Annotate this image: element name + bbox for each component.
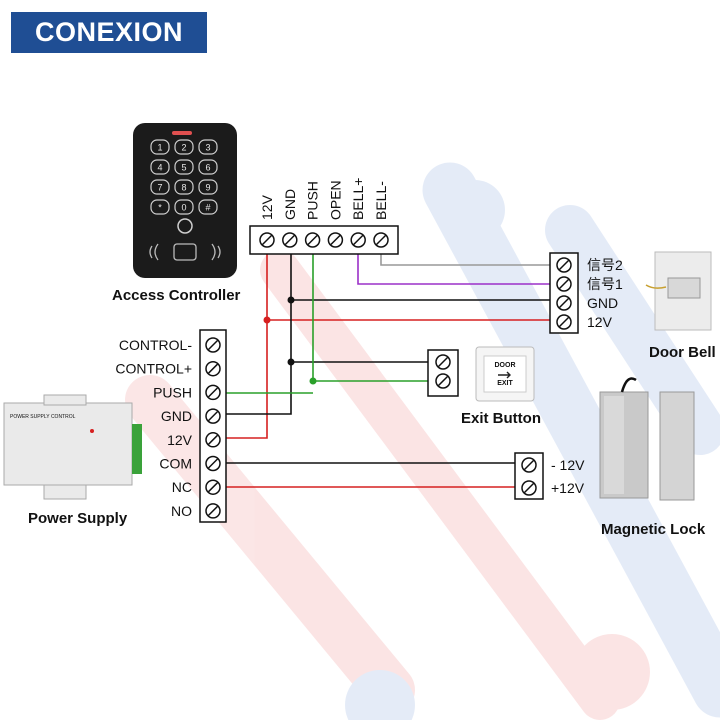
controller-terminal-label: GND <box>282 189 298 220</box>
door-bell-device <box>645 251 712 331</box>
controller-terminal-screw <box>304 232 321 248</box>
power-terminal-label: NO <box>171 503 192 519</box>
keypad-key: 0 <box>174 199 194 215</box>
power-terminal-screw <box>205 337 221 353</box>
exit-terminal-block <box>427 349 459 397</box>
controller-terminal-screw <box>327 232 344 248</box>
controller-terminal-screw <box>373 232 389 248</box>
keypad-key: 6 <box>198 159 218 175</box>
controller-terminal-screw <box>350 232 366 248</box>
wire-12v <box>226 240 268 439</box>
doorbell-terminal-label: 12V <box>587 314 613 330</box>
power-terminal-screw <box>205 360 221 377</box>
power-terminal-screw <box>205 384 221 401</box>
power-terminal-screw <box>205 479 221 495</box>
keypad-key: # <box>198 199 218 215</box>
keypad-key: * <box>150 199 170 215</box>
exit-terminal-screw <box>435 354 451 370</box>
power-terminal-label: CONTROL- <box>119 337 192 353</box>
controller-terminal-label: 12V <box>259 194 275 220</box>
keypad-key: 5 <box>174 159 194 175</box>
power-terminal-screw <box>205 408 221 424</box>
power-terminal-screw <box>205 503 221 519</box>
door-bell-label: Door Bell <box>649 344 716 361</box>
doorbell-terminal-screw <box>556 276 572 292</box>
keypad-key-label: 2 <box>181 143 186 153</box>
doorbell-terminal-label: GND <box>587 295 618 311</box>
controller-terminal-label: BELL- <box>373 181 389 220</box>
keypad-key: 3 <box>198 139 218 155</box>
exit-terminal-screw <box>435 373 451 389</box>
keypad-key-label: 4 <box>157 163 162 173</box>
controller-terminal-screw <box>282 232 298 248</box>
doorbell-terminal-screw <box>556 295 572 311</box>
keypad-key-label: 7 <box>157 183 162 193</box>
power-terminal-screw <box>205 455 221 472</box>
doorbell-terminal-screw <box>556 314 572 330</box>
keypad-key-label: 8 <box>181 183 186 193</box>
access-controller-label: Access Controller <box>112 287 241 304</box>
keypad-key: 8 <box>174 179 194 195</box>
keypad-key: 9 <box>198 179 218 195</box>
lock-terminal-screw <box>521 480 537 496</box>
controller-terminal-label: OPEN <box>327 180 343 220</box>
keypad-key: 1 <box>150 139 170 155</box>
keypad-key: 7 <box>150 179 170 195</box>
lock-terminal-label: +12V <box>551 480 585 496</box>
background-watermark <box>125 162 720 720</box>
power-terminal-label: CONTROL+ <box>115 361 192 377</box>
controller-terminal-label: PUSH <box>305 181 321 220</box>
keypad-key-label: * <box>158 203 162 213</box>
doorbell-terminal-label: 信号2 <box>587 257 623 273</box>
lock-terminal-label: - 12V <box>551 457 585 473</box>
psu-device-label: POWER SUPPLY CONTROL <box>10 414 76 420</box>
brand-logo: CONEXION <box>11 12 207 53</box>
magnetic-lock-device <box>599 377 695 501</box>
power-supply-label: Power Supply <box>28 510 128 527</box>
keypad-key-label: 3 <box>205 143 210 153</box>
access-controller-keypad: 1 2 3 4 5 6 7 8 9 * 0 # <box>133 123 237 278</box>
power-terminal-label: PUSH <box>153 384 192 400</box>
keypad-key: 4 <box>150 159 170 175</box>
magnetic-lock-label: Magnetic Lock <box>601 521 706 538</box>
controller-terminal-screw <box>259 232 275 248</box>
power-terminal-label: GND <box>161 408 192 424</box>
power-supply-device: POWER SUPPLY CONTROL <box>3 394 142 500</box>
keypad-key-label: # <box>205 203 210 213</box>
exit-button-label: Exit Button <box>461 410 541 427</box>
exit-button-device: DOOR EXIT <box>475 346 535 402</box>
keypad-key-label: 6 <box>205 163 210 173</box>
doorbell-terminal-label: 信号1 <box>587 276 623 292</box>
keypad-key-label: 0 <box>181 203 186 213</box>
keypad-key-label: 1 <box>157 143 162 153</box>
keypad-key-label: 9 <box>205 183 210 193</box>
lock-terminal-block: - 12V +12V <box>514 452 585 500</box>
power-terminal-block: CONTROL- CONTROL+ PUSH GND 12V COM NC NO <box>115 329 227 523</box>
controller-terminal-block: 12V GND PUSH OPEN BELL+ BELL- <box>249 178 399 255</box>
power-terminal-screw <box>205 432 221 448</box>
keypad-key: 2 <box>174 139 194 155</box>
doorbell-terminal-screw <box>556 257 572 273</box>
power-terminal-label: COM <box>159 456 192 472</box>
power-terminal-label: 12V <box>167 432 193 448</box>
exit-plate-door-text: DOOR <box>495 362 516 369</box>
power-terminal-label: NC <box>172 479 192 495</box>
lock-terminal-screw <box>521 457 537 473</box>
exit-plate-exit-text: EXIT <box>497 380 513 387</box>
controller-terminal-label: BELL+ <box>350 178 366 220</box>
keypad-key-label: 5 <box>181 163 186 173</box>
